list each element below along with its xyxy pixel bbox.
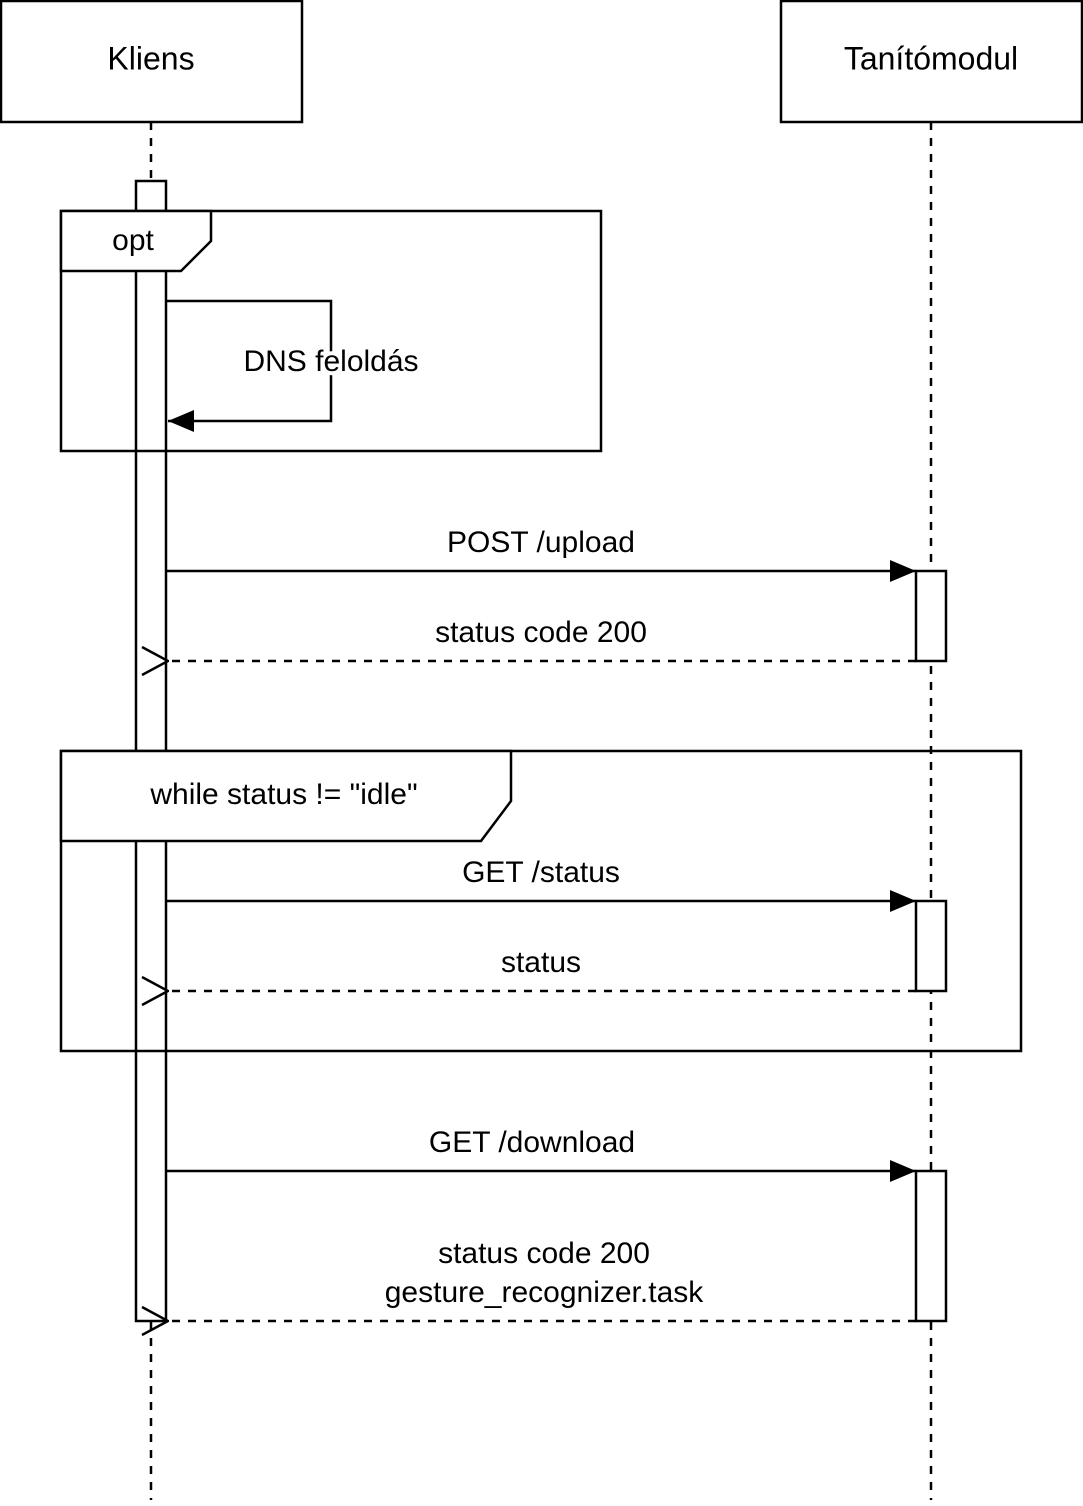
- message-status[interactable]: GET /status: [166, 856, 916, 912]
- message-download-reply[interactable]: status code 200 gesture_recognizer.task: [168, 1237, 916, 1321]
- message-upload-label: POST /upload: [447, 526, 635, 559]
- frame-loop[interactable]: while status != "idle": [59, 749, 1023, 1053]
- participant-trainer-label: Tanítómodul: [844, 40, 1018, 76]
- frame-opt-label: opt: [112, 224, 154, 257]
- message-dns-label: DNS feloldás: [243, 345, 418, 378]
- message-download-reply-line1: status code 200: [438, 1237, 650, 1270]
- participant-client-label: Kliens: [107, 40, 194, 76]
- frame-loop-label: while status != "idle": [149, 778, 417, 811]
- frame-loop-tab: [59, 749, 513, 843]
- activation-bar-trainer-upload: [914, 569, 948, 663]
- message-upload-reply[interactable]: status code 200: [168, 616, 916, 661]
- message-status-reply-label: status: [501, 946, 581, 979]
- message-status-reply[interactable]: status: [168, 946, 916, 991]
- message-download-label: GET /download: [429, 1126, 635, 1159]
- message-download-reply-line2: gesture_recognizer.task: [385, 1276, 705, 1309]
- message-status-label: GET /status: [462, 856, 620, 889]
- frame-opt[interactable]: opt: [59, 209, 603, 453]
- message-upload[interactable]: POST /upload: [166, 526, 916, 582]
- frame-opt-tab: [59, 209, 213, 273]
- activation-bar-trainer-status: [914, 899, 948, 993]
- message-dns-self[interactable]: DNS feloldás: [166, 299, 423, 432]
- message-download[interactable]: GET /download: [166, 1126, 916, 1182]
- activation-bar-trainer-download: [914, 1169, 948, 1323]
- participant-trainer[interactable]: Tanítómodul: [779, 0, 1083, 124]
- participant-client[interactable]: Kliens: [0, 0, 304, 124]
- message-upload-reply-label: status code 200: [435, 616, 647, 649]
